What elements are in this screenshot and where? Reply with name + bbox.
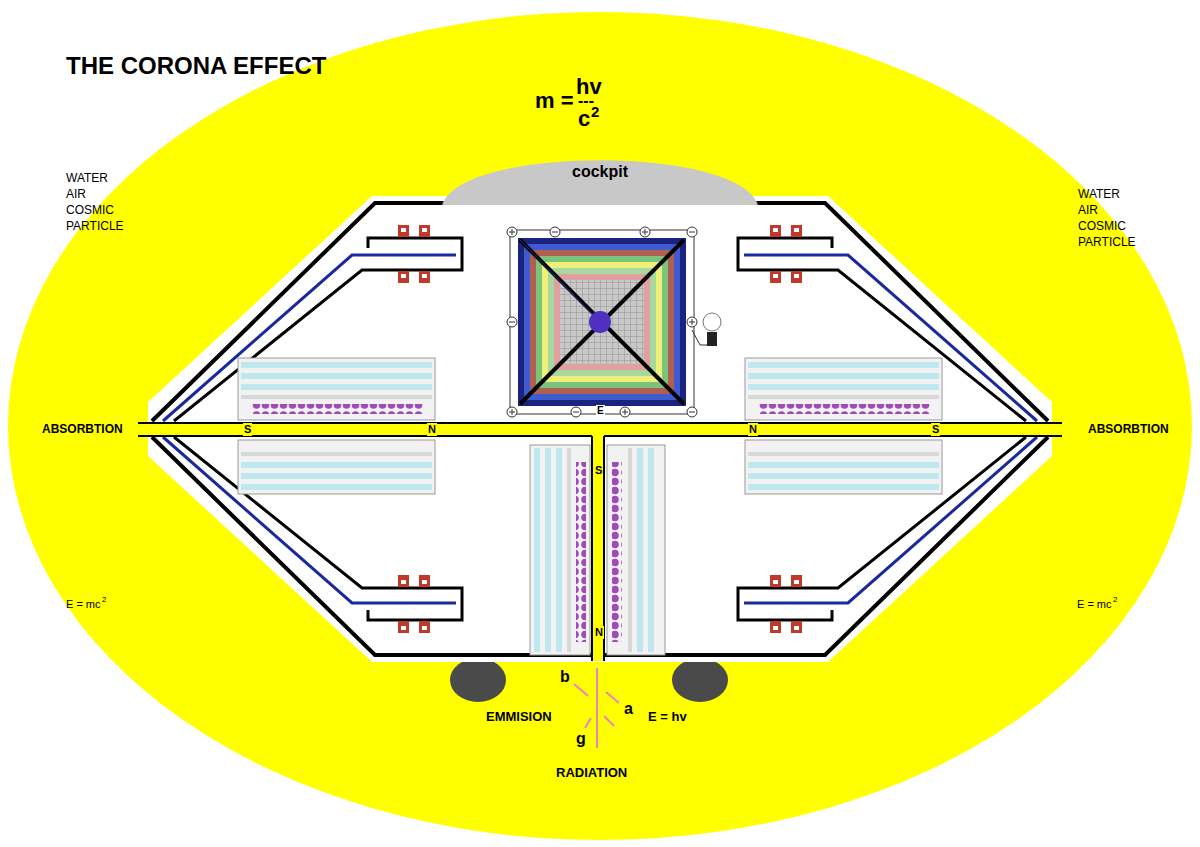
radiation-rays (574, 668, 619, 748)
flow-label: ABSORBTION (1088, 423, 1169, 437)
formula-text: E = mc (1077, 598, 1112, 611)
medium-label: WATER AIR COSMIC PARTICLE (1078, 186, 1136, 250)
pole-label: S (594, 464, 603, 477)
pole-label: N (594, 626, 604, 639)
cockpit-label: cockpit (442, 143, 758, 181)
landing-foot (672, 658, 728, 702)
formula-text: 2 (591, 103, 599, 120)
landing-foot (450, 658, 506, 702)
flow-label: EMMISION (486, 710, 552, 725)
formula-text: 2 (102, 595, 106, 604)
formula-text: E = hv (648, 710, 687, 725)
flow-label: ABSORBTION (42, 423, 123, 437)
light-bulb (692, 313, 721, 346)
cockpit-dome: cockpit (442, 143, 758, 205)
formula-text: c (578, 106, 590, 131)
flow-label: RADIATION (556, 766, 627, 781)
pole-label: S (243, 423, 252, 436)
pole-label: N (748, 423, 758, 436)
formula-text: m = (535, 88, 574, 113)
corona-field (8, 12, 1192, 840)
ray-label: a (624, 700, 633, 718)
ray-label: g (576, 730, 586, 748)
pole-label: N (427, 423, 437, 436)
ray-label: b (560, 668, 570, 686)
electrode-label: E (596, 405, 605, 417)
formula-text: E = mc (66, 598, 101, 611)
formula-text: 2 (1113, 595, 1117, 604)
medium-label: WATER AIR COSMIC PARTICLE (66, 170, 124, 234)
energy-tube (138, 423, 1062, 661)
diagram-title: THE CORONA EFFECT (66, 52, 326, 80)
reactor-core (507, 227, 697, 417)
pole-label: S (931, 423, 940, 436)
